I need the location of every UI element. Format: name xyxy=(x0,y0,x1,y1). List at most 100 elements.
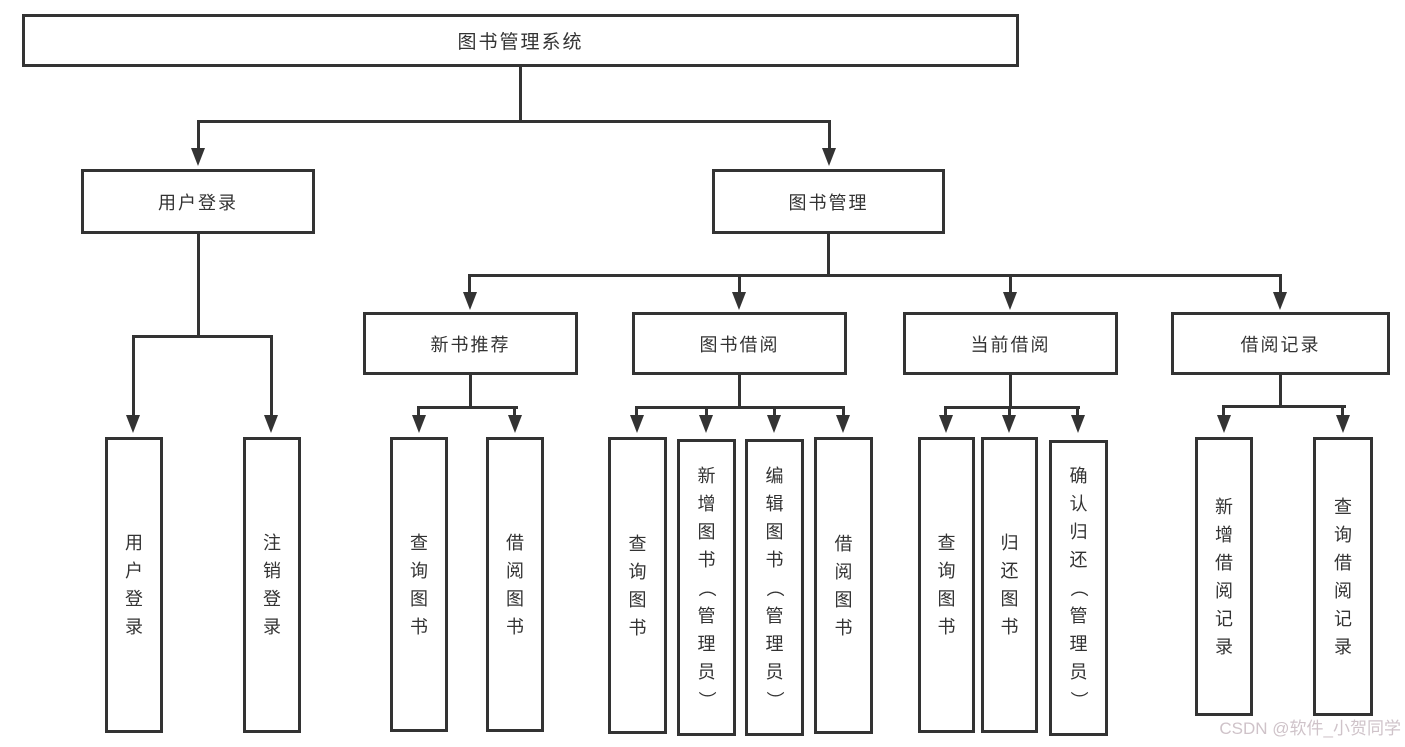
leaf-label-char: 图 xyxy=(628,589,647,610)
connector-line xyxy=(468,274,471,292)
connector-line xyxy=(842,406,845,417)
arrow-down-icon xyxy=(1003,292,1017,310)
leaf-label-char: 书 xyxy=(937,617,956,637)
leaf-user-login: 用户登录 xyxy=(105,437,163,733)
node-root-system: 图书管理系统 xyxy=(22,14,1019,67)
leaf-edit-books-admin: 编辑图书（管理员） xyxy=(745,439,804,736)
leaf-label-char: 管 xyxy=(697,605,716,626)
connector-line xyxy=(469,375,472,408)
leaf-label-char: 阅 xyxy=(1334,580,1352,601)
leaf-label-char: 书 xyxy=(697,549,716,570)
node-label: 新书推荐 xyxy=(430,334,511,355)
leaf-query-books-borrow: 查询图书 xyxy=(608,437,667,734)
watermark: CSDN @软件_小贺同学 xyxy=(1219,719,1401,738)
arrow-down-icon xyxy=(1002,415,1016,433)
node-label: 图书管理 xyxy=(788,192,869,213)
leaf-label-char: 理 xyxy=(1069,634,1088,654)
leaf-query-books-recommend: 查询图书 xyxy=(390,437,448,732)
leaf-label-char: 询 xyxy=(937,561,956,581)
leaf-label-char: 询 xyxy=(628,561,647,582)
leaf-label-char: 书 xyxy=(506,616,524,637)
node-current-borrowing: 当前借阅 xyxy=(903,312,1118,375)
arrow-down-icon xyxy=(822,148,836,166)
leaf-label-char: 记 xyxy=(1334,608,1352,629)
leaf-label-char: 用 xyxy=(125,533,143,553)
leaf-confirm-return-admin: 确认归还（管理员） xyxy=(1049,440,1108,736)
leaf-label-char: 归 xyxy=(1069,522,1088,542)
node-book-borrowing: 图书借阅 xyxy=(632,312,847,375)
connector-line xyxy=(1279,274,1282,292)
node-label: 借阅记录 xyxy=(1240,334,1321,355)
leaf-label-char: 图 xyxy=(697,521,716,542)
leaf-label-char: 图 xyxy=(937,589,956,609)
node-book-management: 图书管理 xyxy=(712,169,945,234)
connector-line xyxy=(944,406,1080,409)
leaf-label-char: 还 xyxy=(1000,561,1019,581)
leaf-label-char: 图 xyxy=(410,588,428,609)
leaf-label-char: ） xyxy=(1068,691,1089,709)
leaf-label-char: （ xyxy=(696,578,717,597)
leaf-label-char: 查 xyxy=(937,533,956,553)
node-borrowing-records: 借阅记录 xyxy=(1171,312,1390,375)
leaf-label-char: 还 xyxy=(1069,550,1088,570)
node-label: 图书管理系统 xyxy=(457,32,584,53)
leaf-borrow-books-recommend: 借阅图书 xyxy=(486,437,544,732)
leaf-label-char: 查 xyxy=(410,532,428,553)
leaf-add-borrow-record: 新增借阅记录 xyxy=(1195,437,1253,716)
arrow-down-icon xyxy=(1273,292,1287,310)
leaf-label-char: 管 xyxy=(765,605,784,626)
leaf-label-char: 注 xyxy=(263,533,281,553)
connector-line xyxy=(197,120,200,150)
connector-line xyxy=(1222,405,1346,408)
connector-line xyxy=(519,66,522,122)
connector-line xyxy=(944,406,947,417)
arrow-down-icon xyxy=(836,415,850,433)
leaf-logout: 注销登录 xyxy=(243,437,301,733)
leaf-label-char: 员 xyxy=(1069,662,1088,682)
arrow-down-icon xyxy=(630,415,644,433)
leaf-label-char: ） xyxy=(764,690,785,709)
leaf-label-char: 图 xyxy=(506,588,524,609)
connector-line xyxy=(417,406,420,417)
arrow-down-icon xyxy=(1071,415,1085,433)
leaf-label-char: 录 xyxy=(125,617,143,637)
leaf-label-char: 借 xyxy=(506,532,524,553)
arrow-down-icon xyxy=(126,415,140,433)
leaf-label-char: 借 xyxy=(834,533,853,554)
leaf-label-char: 询 xyxy=(410,560,428,581)
node-label: 当前借阅 xyxy=(970,334,1051,355)
leaf-return-books: 归还图书 xyxy=(981,437,1038,733)
leaf-add-books-admin: 新增图书（管理员） xyxy=(677,439,736,736)
connector-line xyxy=(828,120,831,150)
connector-line xyxy=(635,406,638,417)
leaf-label-char: 员 xyxy=(697,661,716,682)
leaf-query-borrow-record: 查询借阅记录 xyxy=(1313,437,1373,716)
connector-line xyxy=(513,406,516,417)
arrow-down-icon xyxy=(939,415,953,433)
connector-line xyxy=(132,335,273,338)
leaf-label-char: 销 xyxy=(263,561,281,581)
node-user-login: 用户登录 xyxy=(81,169,315,234)
connector-line xyxy=(1279,375,1282,407)
leaf-label-char: 新 xyxy=(697,465,716,486)
arrow-down-icon xyxy=(1336,415,1350,433)
node-label: 用户登录 xyxy=(158,192,238,213)
leaf-label-char: 编 xyxy=(765,465,784,486)
connector-line xyxy=(132,335,135,415)
connector-line xyxy=(738,375,741,408)
arrow-down-icon xyxy=(508,415,522,433)
connector-line xyxy=(827,234,830,277)
leaf-label-char: 阅 xyxy=(506,560,524,581)
connector-line xyxy=(1009,274,1012,292)
arrow-down-icon xyxy=(264,415,278,433)
leaf-label-char: 书 xyxy=(765,549,784,570)
connector-line xyxy=(468,274,1282,277)
connector-line xyxy=(773,406,776,417)
leaf-label-char: 增 xyxy=(697,493,716,514)
leaf-label-char: 认 xyxy=(1069,494,1088,514)
leaf-label-char: 图 xyxy=(1000,589,1019,609)
leaf-label-char: 户 xyxy=(125,561,143,581)
leaf-label-char: 录 xyxy=(1334,636,1352,657)
arrow-down-icon xyxy=(191,148,205,166)
